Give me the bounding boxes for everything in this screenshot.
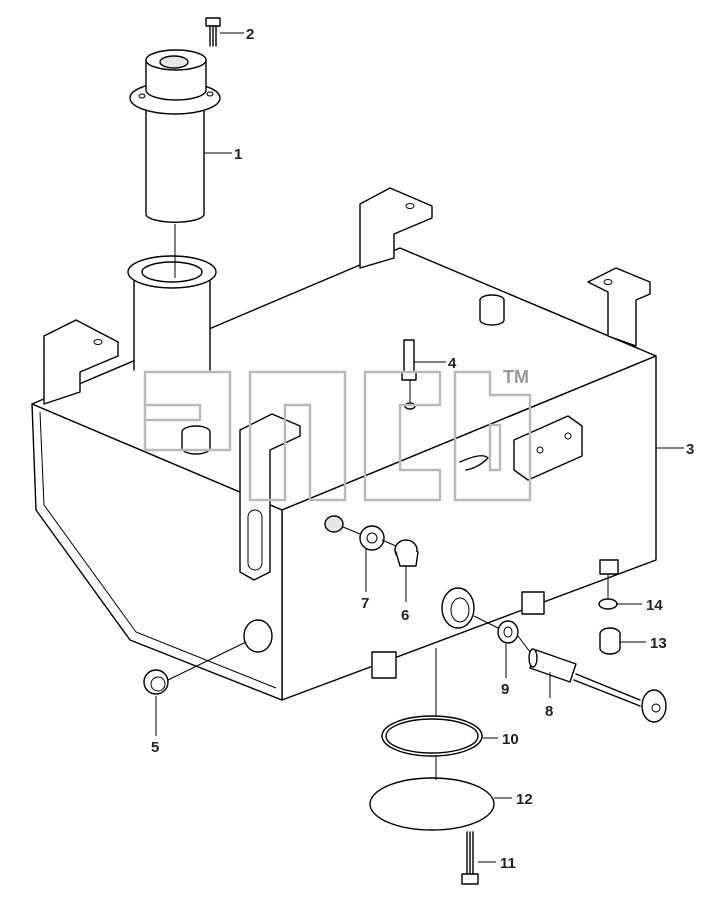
callout-11: 11 — [500, 855, 516, 872]
tank-skid — [521, 591, 545, 615]
watermark-trademark: TM — [503, 367, 529, 387]
callout-9: 9 — [501, 681, 509, 698]
tank-skid — [371, 651, 397, 679]
callout-10: 10 — [502, 731, 519, 748]
callout-labels: 1 2 3 4 5 6 7 8 9 10 11 12 13 14 — [151, 26, 694, 872]
callout-12: 12 — [516, 791, 533, 808]
cover-plate-part-12 — [369, 777, 495, 831]
callout-1: 1 — [234, 146, 242, 163]
filler-pipe — [129, 49, 221, 223]
plug-part-5 — [143, 669, 169, 695]
mounting-bracket — [43, 319, 119, 405]
plug-and-washer — [324, 515, 419, 567]
drain-plug — [598, 598, 621, 655]
sight-gauge — [497, 620, 667, 723]
fitting-part-4 — [401, 339, 417, 410]
mounting-bracket — [239, 413, 301, 581]
callout-2: 2 — [246, 26, 254, 43]
tank-body — [31, 187, 657, 701]
mounting-bracket — [587, 267, 651, 347]
callout-5: 5 — [151, 739, 159, 756]
callout-7: 7 — [361, 595, 369, 612]
callout-6: 6 — [401, 607, 409, 624]
mounting-bracket — [359, 187, 433, 269]
callout-4: 4 — [448, 355, 457, 372]
bolt-part-11 — [461, 831, 479, 885]
o-ring-part-10 — [381, 715, 483, 757]
callout-3: 3 — [686, 441, 694, 458]
leader-lines — [155, 32, 684, 863]
callout-8: 8 — [545, 703, 553, 720]
bolt-part-2 — [205, 17, 221, 47]
callout-13: 13 — [650, 635, 667, 652]
watermark: TM — [143, 367, 532, 502]
callout-14: 14 — [646, 597, 663, 614]
